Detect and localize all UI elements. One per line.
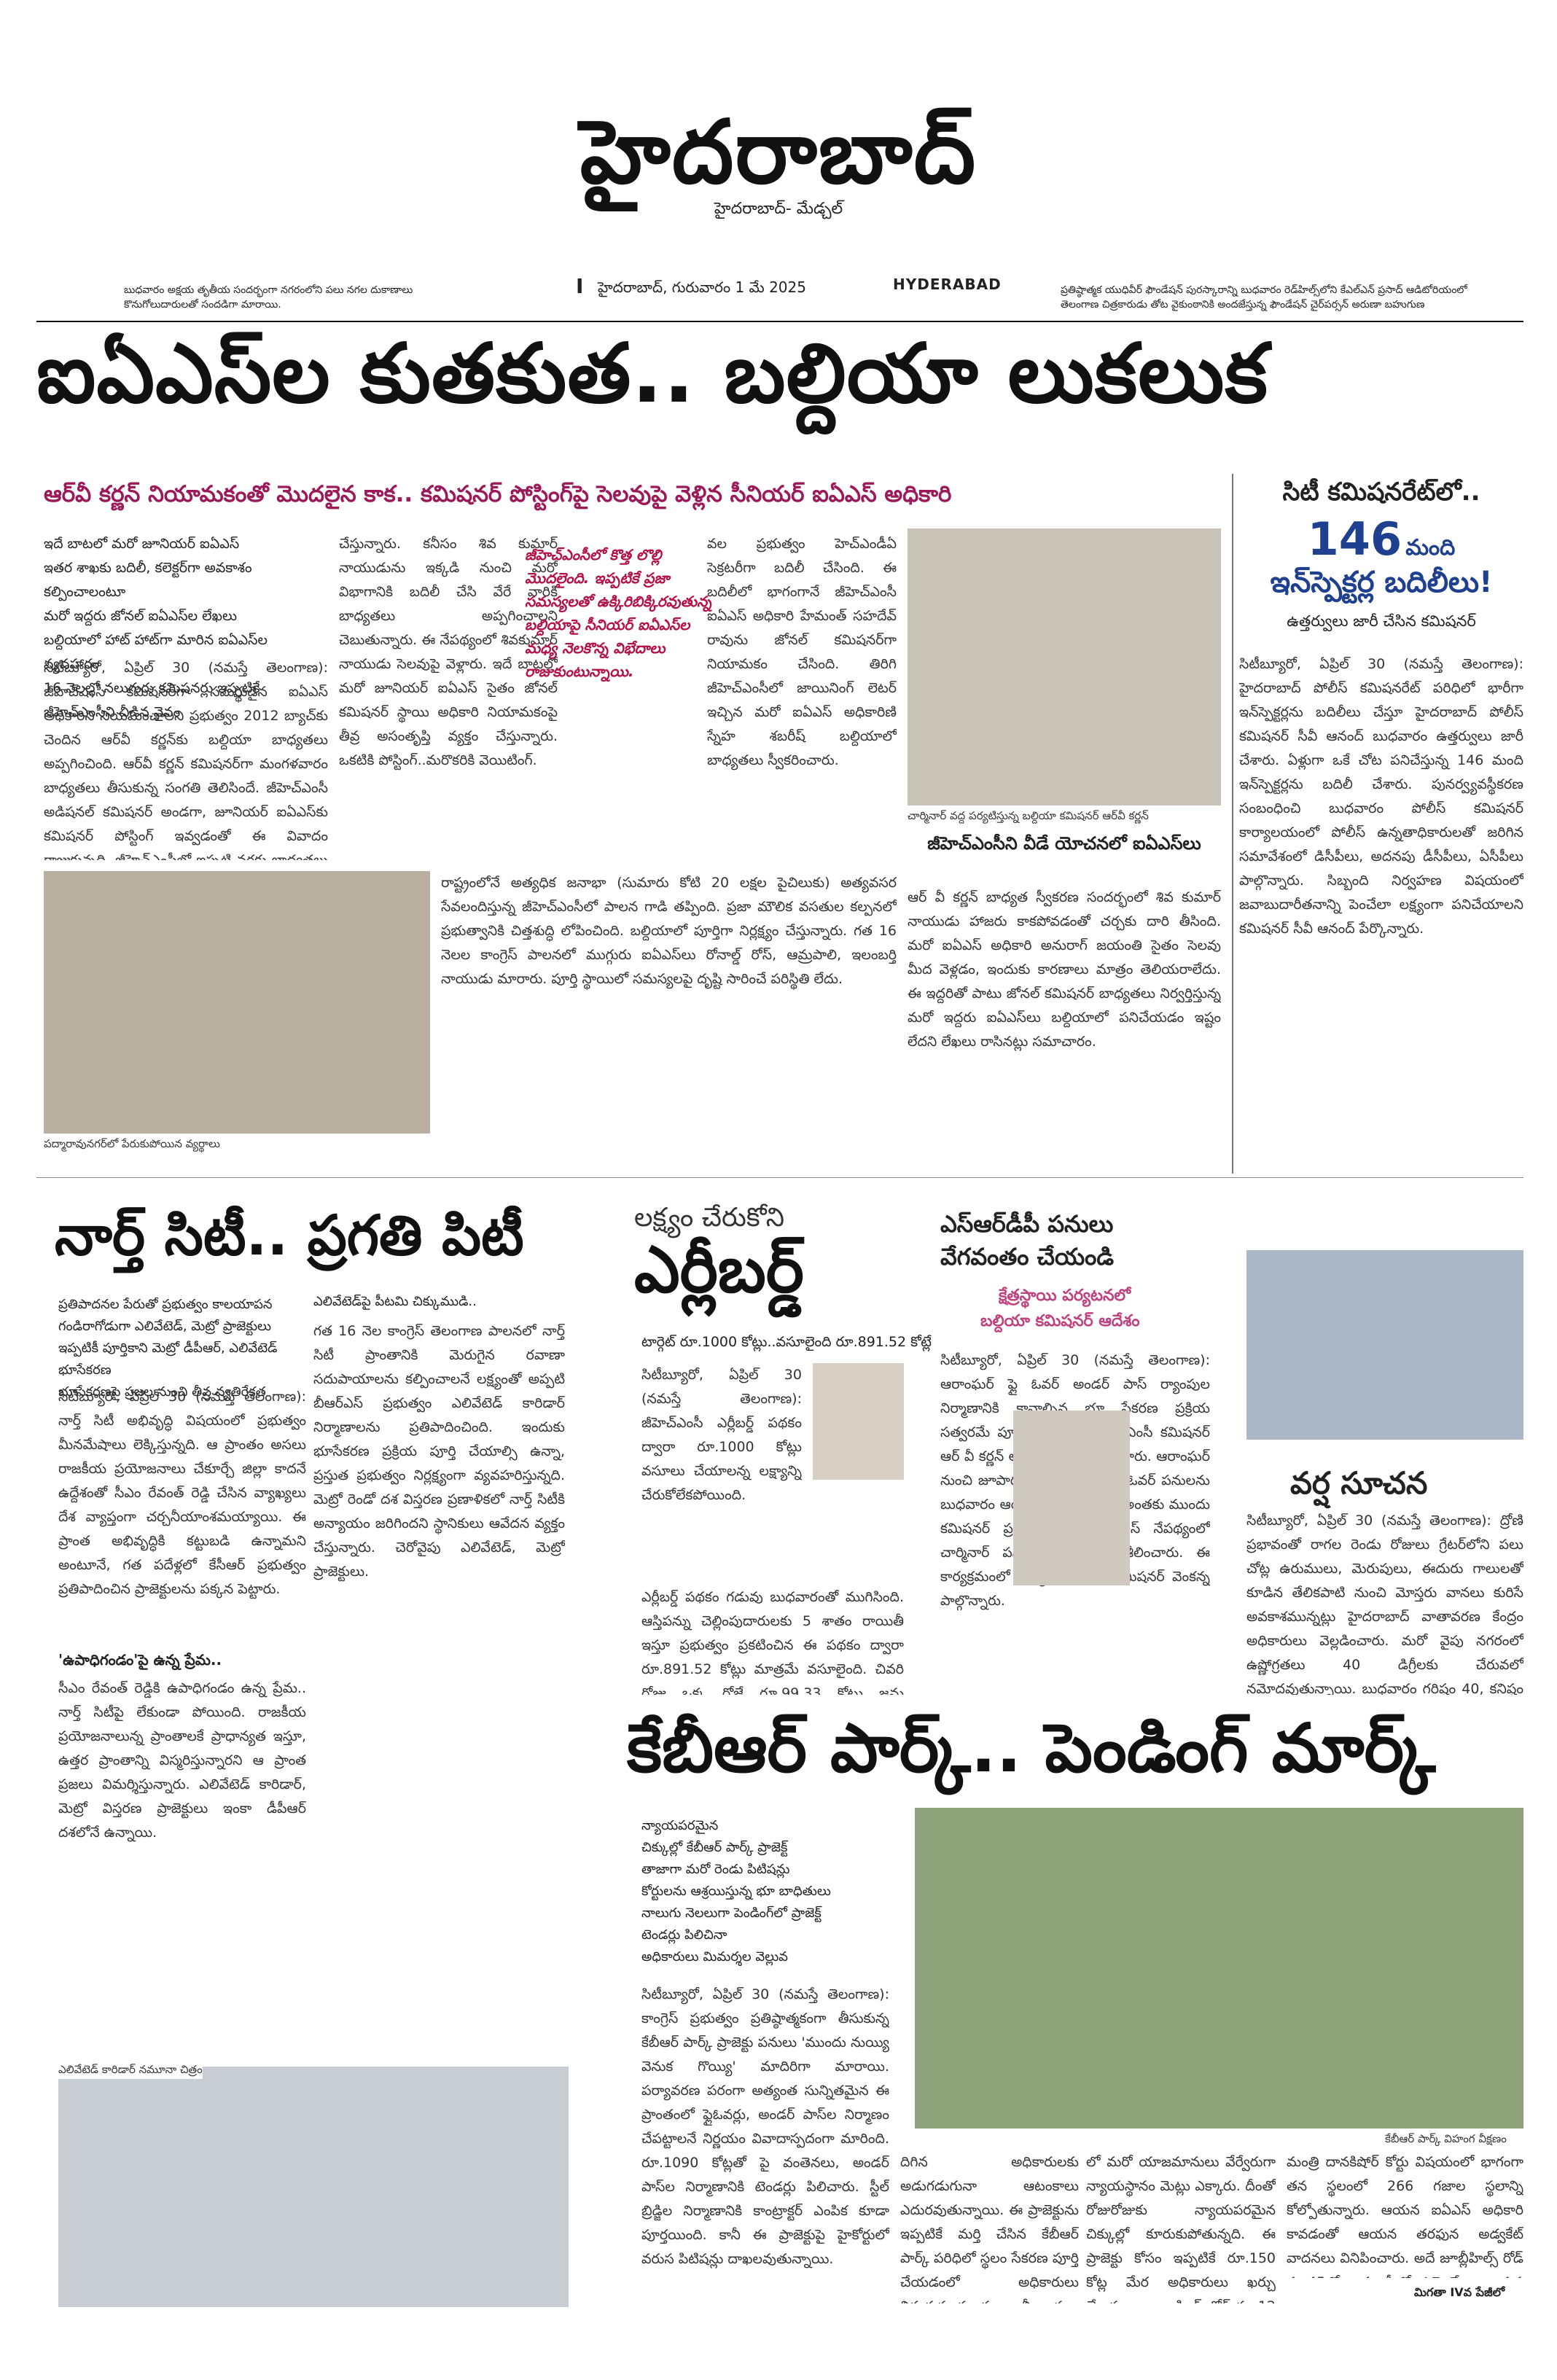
srdp-headline: వేగవంతం చేయండి <box>940 1243 1115 1271</box>
kbr-headline: కేబీఆర్ పార్క్.. పెండింగ్ మార్క్ <box>627 1709 1436 1787</box>
bullet-item: కోర్టులను ఆశ్రయిస్తున్న భూ బాధితులు <box>641 1884 831 1899</box>
bullet-item: గండిరాగోడుగా ఎలివేటెడ్, మెట్రో ప్రాజెక్ట… <box>58 1319 272 1334</box>
kicker-line: ఇదే బాటలో మరో జూనియర్ ఐఏఎస్ <box>44 536 240 552</box>
bullet-item: చిక్కుల్లో కేబీఆర్ పార్క్ ప్రాజెక్ట్ <box>641 1840 788 1855</box>
ear-right: ప్రతిష్ఠాత్మక యుధివీర్ ఫౌండేషన్ పురస్కార… <box>1061 284 1467 311</box>
lead-photo-2 <box>44 871 430 1134</box>
kbr-photo <box>915 1808 1523 2129</box>
kicker-line: 16 నెలల్లో నలుగురు కమిషనర్లు ఇప్పటికే జీ… <box>44 680 260 720</box>
bullet-item: తాజాగా మరో రెండు పిటిషన్లు <box>641 1862 790 1877</box>
lead-headline: ఐఏఎస్‌ల కుతకుత.. బల్దియా లుకలుక <box>36 327 1268 421</box>
lead-lower-body: రాష్ట్రంలోనే అత్యధిక జనాభా (సుమారు కోటి … <box>441 875 897 987</box>
srdp-body: సిటీబ్యూరో, ఏప్రిల్ 30 (నమస్తే తెలంగాణ):… <box>940 1352 1210 1609</box>
section-rule <box>36 1177 1523 1178</box>
inspectors-body: సిటీబ్యూరో, ఏప్రిల్ 30 (నమస్తే తెలంగాణ):… <box>1239 656 1523 937</box>
bullet-item: భూసేకరణపై ప్రజల నుంచి తీవ్ర వ్యతిరేకత <box>58 1384 266 1400</box>
rain-body: సిటీబ్యూరో, ఏప్రిల్ 30 (నమస్తే తెలంగాణ):… <box>1246 1513 1523 1695</box>
north-headline: నార్త్ సిటీ.. ప్రగతి పిటీ <box>55 1203 524 1268</box>
lead-photo-2-caption: పద్మారావునగర్‌లో పేరుకుపోయిన వ్యర్థాలు <box>44 1137 220 1150</box>
north-bullets: ప్రతిపాదనల పేరుతో ప్రభుత్వం కాలయాపన గండి… <box>58 1294 292 1403</box>
kbr-col-1: సిటీబ్యూరో, ఏప్రిల్ 30 (నమస్తే తెలంగాణ):… <box>641 1986 889 2267</box>
inspectors-number: 146 <box>1307 512 1402 566</box>
bullet-item: ఇప్పటికీ పూర్తికాని మెట్రో డీపీఆర్, ఎలివ… <box>58 1341 278 1378</box>
srdp-sub-1: క్షేత్రస్థాయి పర్యటనలో <box>999 1287 1131 1305</box>
north-col-1: సిటీబ్యూరో, ఏప్రిల్ 30 (నమస్తే తెలంగాణ):… <box>58 1389 306 1597</box>
north-sub-head-2: 'ఉపాధిగండం'పై ఉన్న ప్రేమ.. <box>58 1651 222 1669</box>
inspectors-box: సిటీ కమిషనరేట్‌లో.. 146 మంది ఇన్‌స్పెక్ట… <box>1239 477 1523 634</box>
srdp-sub-2: బల్దియా కమిషనర్ ఆదేశం <box>980 1312 1140 1330</box>
kbr-photo-caption: కేబీఆర్ పార్క్ విహంగ వీక్షణం <box>1385 2132 1507 2145</box>
earlybird-kicker: లక్ష్యం చేరుకోని <box>634 1203 784 1233</box>
north-col-2: గత 16 నెల కాంగ్రెస్ తెలంగాణ పాలనలో నార్త… <box>313 1323 565 1580</box>
earlybird-col-2: ఎర్లీబర్డ్ పథకం గడువు బుధవారంతో ముగిసింద… <box>641 1589 904 1695</box>
bullet-item: ప్రతిపాదనల పేరుతో ప్రభుత్వం కాలయాపన <box>58 1297 273 1312</box>
rain-headline: వర్ష సూచన <box>1290 1465 1428 1501</box>
bullet-item: టెండర్లు పిలిచినా <box>641 1927 727 1943</box>
masthead: హైదరాబాద్ హైదరాబాద్- మేడ్చల్ <box>0 109 1557 222</box>
inspectors-headline: ఇన్‌స్పెక్టర్ల బదిలీలు! <box>1270 566 1493 599</box>
edition-label: HYDERABAD <box>893 276 1002 293</box>
masthead-subtitle: హైదరాబాద్- మేడ్చల్ <box>714 200 843 218</box>
kbr-continued: మిగతా IVవ పేజీలో <box>1414 2285 1505 2299</box>
north-col-1b: సీఎం రేవంత్ రెడ్డికి ఉపాధిగండం ఉన్న ప్రే… <box>58 1680 306 1841</box>
lead-deck: ఆర్‌వీ కర్ణన్ నియామకంతో మొదలైన కాక.. కమి… <box>44 481 952 507</box>
lead-col-3: వల ప్రభుత్వం హెచ్ఎండీఏ సెక్రటరీగా బదిలీ … <box>707 536 897 768</box>
north-photo-caption: ఎలివేటెడ్ కారిడార్ నమూనా చిత్రం <box>58 2063 203 2079</box>
dateline: హైదరాబాద్, గురువారం 1 మే 2025 <box>598 278 806 296</box>
earlybird-photo <box>813 1363 904 1480</box>
north-photo <box>58 2067 569 2307</box>
lead-col-2: చేస్తున్నారు. కనీసం శివ కుమార్ నాయుడును … <box>339 536 558 768</box>
inspectors-kicker: సిటీ కమిషనరేట్‌లో.. <box>1282 477 1480 507</box>
kbr-col-4: మంత్రి దానకిషోర్ కోర్టు విషయంలో భాగంగా త… <box>1287 2154 1523 2278</box>
srdp-photo <box>1013 1411 1130 1585</box>
kicker-line: బల్దియాలో హాట్ హాట్‌గా మారిన ఐఏఎస్‌ల వ్య… <box>44 632 268 672</box>
bullet-item: న్యాయపరమైన <box>641 1818 719 1833</box>
kbr-col-2: దిగిన అధికారులకు అడుగడుగునా ఆటంకాలు ఎదుర… <box>900 2154 1079 2303</box>
north-sub-head: ఎలివేటెడ్‌పై పీటమి చిక్కుముడి.. <box>313 1294 477 1309</box>
masthead-rule <box>36 321 1523 322</box>
lead-pull-quote: జీహెచ్ఎంసీలో కొత్త లొల్లి మొదలైంది. ఇప్ప… <box>525 546 712 680</box>
lead-photo-caption: చార్మినార్ వద్ద పర్యటిస్తున్న బల్దియా కమ… <box>908 809 1149 822</box>
earlybird-headline: ఎర్లీబర్డ్ <box>634 1232 804 1307</box>
earlybird-col-1: సిటీబ్యూరో, ఏప్రిల్ 30 (నమస్తే తెలంగాణ):… <box>641 1367 802 1503</box>
inspectors-unit: మంది <box>1405 535 1456 561</box>
masthead-title: హైదరాబాద్ <box>580 102 977 203</box>
page-number: I <box>576 274 584 298</box>
kicker-line: ఇతర శాఖకు బదిలీ, కలెక్టర్‌గా అవకాశం కల్ప… <box>44 560 252 600</box>
kbr-col-3: లో మరో యాజమానులు వేర్వేరుగా న్యాయస్థానం … <box>1086 2154 1276 2303</box>
lead-col-1: సిటీబ్యూరో, ఏప్రిల్ 30 (నమస్తే తెలంగాణ):… <box>44 660 328 860</box>
inspectors-deck: ఉత్తర్వులు జారీ చేసిన కమిషనర్ <box>1287 612 1476 630</box>
rain-photo <box>1246 1250 1523 1440</box>
lead-side-body: ఆర్ వీ కర్ణన్ బాధ్యత స్వీకరణ సందర్భంలో శ… <box>908 889 1221 1050</box>
srdp-kicker: ఎస్‌ఆర్‌డీపీ పనులు <box>940 1210 1114 1238</box>
column-rule <box>1232 474 1233 1174</box>
ear-left: బుధవారం అక్షయ తృతీయ సందర్భంగా నగరంలోని ప… <box>124 284 413 311</box>
lead-photo <box>908 528 1221 805</box>
bullet-item: అధికారులు మిమర్శల వెల్లువ <box>641 1949 788 1965</box>
kicker-line: మరో ఇద్దరు జోనల్ ఐఏఎస్‌ల లేఖలు <box>44 608 238 624</box>
earlybird-target: టార్గెట్ రూ.1000 కోట్లు..వసూలైంది రూ.891… <box>641 1334 932 1350</box>
lead-side-headline: జీహెచ్ఎంసీని వీడే యోచనలో ఐఏఎస్‌లు <box>927 833 1201 854</box>
lead-kicker: ఇదే బాటలో మరో జూనియర్ ఐఏఎస్ ఇతర శాఖకు బద… <box>44 532 324 725</box>
bullet-item: నాలుగు నెలలుగా పెండింగ్‌లో ప్రాజెక్ట్ <box>641 1905 822 1921</box>
kbr-bullets: న్యాయపరమైన చిక్కుల్లో కేబీఆర్ పార్క్ ప్ర… <box>641 1815 875 1968</box>
